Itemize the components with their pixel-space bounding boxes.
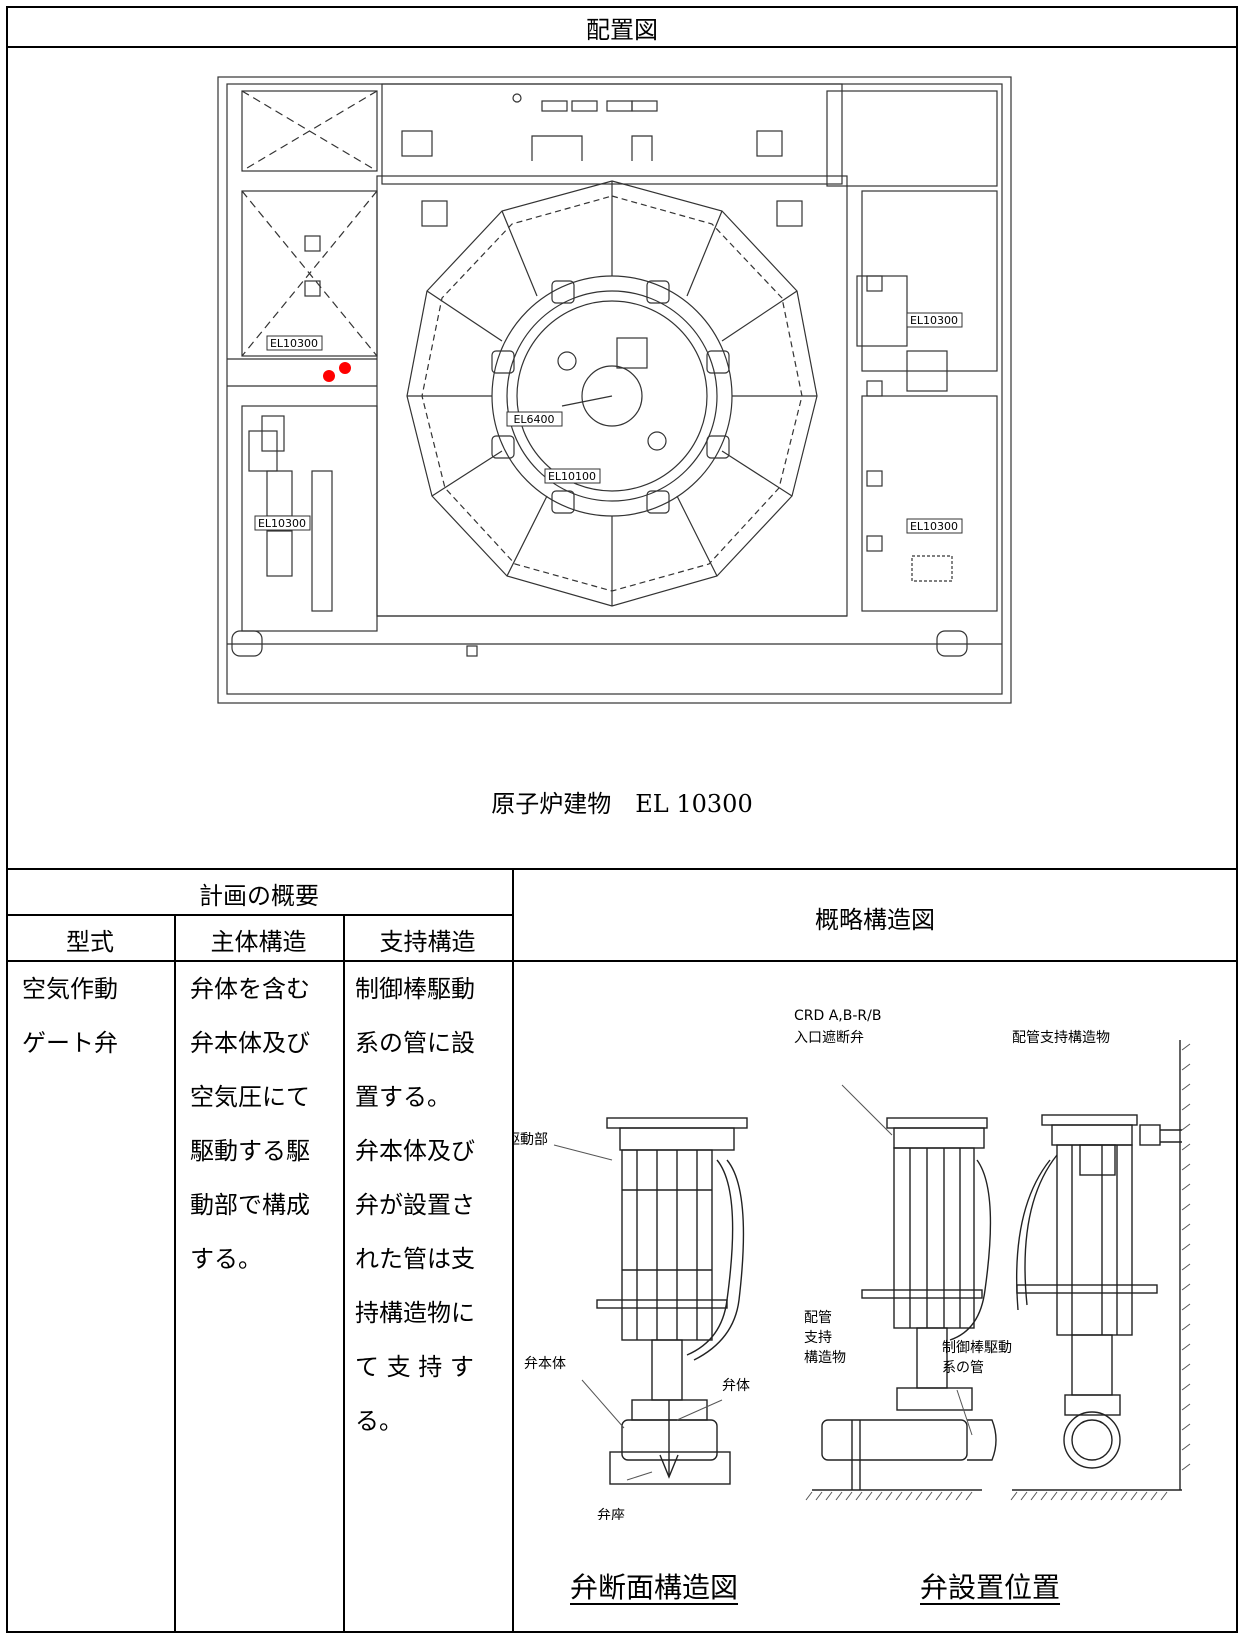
col-header-type: 型式: [66, 928, 114, 956]
label-valve-body: 弁本体: [524, 1356, 566, 1372]
col-divider-1: [174, 914, 176, 1633]
plan-label-el10300-nw: EL10300: [270, 337, 318, 350]
page-title: 配置図: [586, 16, 658, 44]
label-crd-pipe-2: 系の管: [942, 1360, 984, 1376]
text-line: れた管は支: [355, 1245, 475, 1273]
text-line: 駆動する駆: [190, 1137, 310, 1165]
label-crd-valve-2: 入口遮断弁: [794, 1030, 864, 1046]
text-line: 弁本体及び: [190, 1029, 310, 1057]
text-line: 動部で構成: [190, 1191, 310, 1219]
main-structure-cell: 弁体を含む 弁本体及び 空気圧にて 駆動する駆 動部で構成 する。: [190, 962, 310, 1286]
valve-location-marker: [323, 370, 335, 382]
label-seat: 弁座: [597, 1508, 625, 1520]
text-line: 制御棒駆動: [355, 975, 475, 1003]
text-line: 空気作動: [22, 975, 118, 1003]
floor-plan: EL10300 EL6400 EL10100 EL10300 EL10300 E…: [217, 76, 1012, 704]
text-line: 系の管に設: [355, 1029, 475, 1057]
label-pipe-support-2: 支持: [804, 1330, 832, 1346]
col-header-main-structure: 主体構造: [210, 928, 307, 956]
support-structure-cell: 制御棒駆動 系の管に設 置する。 弁本体及び 弁が設置さ れた管は支 持構造物に…: [355, 962, 475, 1448]
text-line: する。: [190, 1245, 262, 1273]
plan-label-el6400: EL6400: [513, 413, 554, 426]
plan-label-el10300-se: EL10300: [910, 520, 958, 533]
plan-label-el10300-ne: EL10300: [910, 314, 958, 327]
document-frame: [6, 6, 1238, 1633]
text-line: ゲート弁: [22, 1029, 118, 1057]
plan-label-el10300-sw: EL10300: [258, 517, 306, 530]
label-pipe-support-3: 構造物: [804, 1350, 846, 1366]
text-line: て 支 持 す: [355, 1353, 474, 1381]
label-pipe-support: 配管支持構造物: [1012, 1030, 1110, 1046]
title-divider: [6, 46, 1238, 48]
valve-figures-drawing: 駆動部 弁本体 弁体 弁座 CRD A,B-R/B 入口遮断弁 配管支持構造物 …: [506, 1008, 1191, 1524]
text-line: 弁が設置さ: [355, 1191, 475, 1219]
diagram-heading: 概略構造図: [815, 906, 935, 934]
text-line: 弁体を含む: [190, 975, 310, 1003]
text-line: 持構造物に: [355, 1299, 475, 1327]
text-line: 置する。: [355, 1083, 451, 1111]
col-header-support-structure: 支持構造: [379, 928, 476, 956]
col-divider-2: [343, 914, 345, 1633]
columns-divider: [6, 960, 1238, 962]
label-pipe-support-1: 配管: [804, 1310, 832, 1326]
text-line: る。: [355, 1407, 403, 1435]
caption-valve-position: 弁設置位置: [920, 1571, 1061, 1604]
overview-heading: 計画の概要: [199, 882, 319, 910]
label-disc: 弁体: [722, 1378, 750, 1394]
plan-label-el10100: EL10100: [548, 470, 596, 483]
floor-plan-drawing: EL10300 EL6400 EL10100 EL10300 EL10300 E…: [217, 76, 1012, 704]
label-crd-valve-1: CRD A,B-R/B: [794, 1008, 881, 1024]
overview-heading-divider: [6, 914, 512, 916]
text-line: 弁本体及び: [355, 1137, 475, 1165]
valve-structure-figures: 駆動部 弁本体 弁体 弁座 CRD A,B-R/B 入口遮断弁 配管支持構造物 …: [506, 860, 1232, 1524]
valve-location-marker: [339, 362, 351, 374]
plan-caption: 原子炉建物 EL 10300: [491, 790, 753, 818]
text-line: 空気圧にて: [190, 1083, 310, 1111]
type-cell: 空気作動 ゲート弁: [22, 962, 118, 1070]
plan-divider: [6, 868, 1238, 870]
label-crd-pipe-1: 制御棒駆動: [942, 1340, 1012, 1356]
label-drive: 駆動部: [512, 1132, 548, 1148]
caption-valve-section: 弁断面構造図: [570, 1571, 739, 1604]
diagram-divider: [512, 868, 514, 1633]
